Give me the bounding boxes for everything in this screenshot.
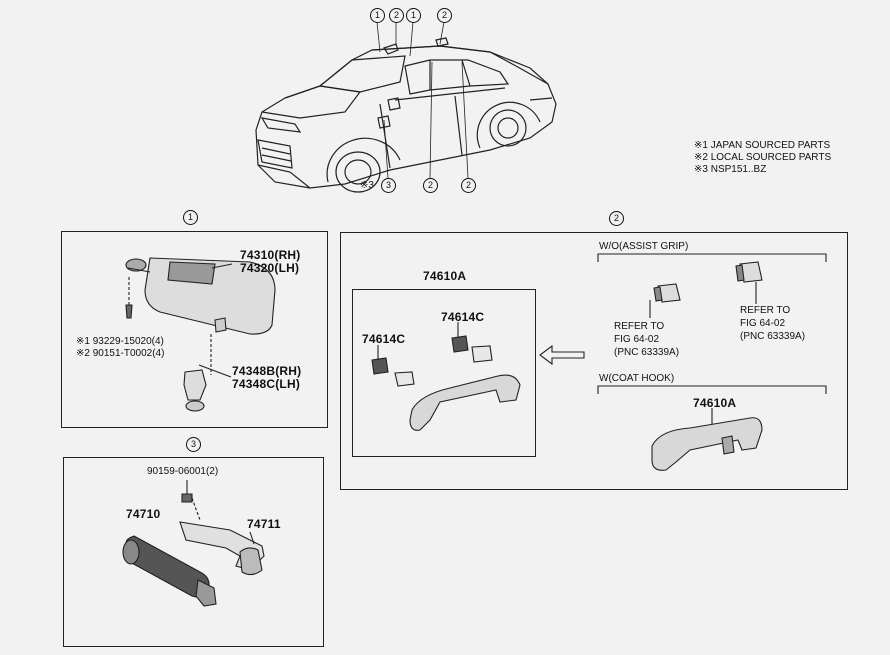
notes-legend: ※1 JAPAN SOURCED PARTS ※2 LOCAL SOURCED … — [694, 140, 831, 176]
note-local: ※2 LOCAL SOURCED PARTS — [694, 152, 832, 163]
note-japan: ※1 JAPAN SOURCED PARTS — [694, 140, 831, 151]
label-visor-lh: 74320(LH) — [240, 261, 300, 275]
label-extinguisher: 74710 — [126, 507, 161, 521]
label-screw-1: ※1 93229-15020(4) — [76, 336, 164, 347]
label-bracket: 74711 — [247, 517, 281, 531]
callout-top-2: 2 — [389, 8, 404, 23]
section1-box — [61, 231, 328, 428]
label-holder-rh: 74348B(RH) — [232, 364, 302, 378]
section1-marker: 1 — [183, 210, 198, 225]
callout-bottom-mark: ※3 — [360, 180, 374, 191]
refer-a-line3: (PNC 63339A) — [614, 347, 680, 358]
label-grip-part: 74610A — [423, 269, 467, 283]
label-screw-2: ※2 90151-T0002(4) — [76, 348, 165, 359]
label-bolt: 90159-06001(2) — [147, 466, 219, 477]
refer-b-line3: (PNC 63339A) — [740, 331, 806, 342]
callout-top-4: 2 — [437, 8, 452, 23]
label-visor-rh: 74310(RH) — [240, 248, 301, 262]
note-nsp: ※3 NSP151..BZ — [694, 164, 767, 175]
refer-b-line1: REFER TO — [740, 305, 791, 316]
callout-bottom-3: 2 — [461, 178, 476, 193]
grip-subbox — [352, 289, 536, 457]
label-holder-lh: 74348C(LH) — [232, 377, 301, 391]
wo-assist-grip-title: W/O(ASSIST GRIP) — [599, 241, 689, 252]
label-clip-left: 74614C — [362, 332, 406, 346]
callout-top-3: 1 — [406, 8, 421, 23]
refer-b-line2: FIG 64-02 — [740, 318, 786, 329]
section3-marker: 3 — [186, 437, 201, 452]
callout-bottom-1: 3 — [381, 178, 396, 193]
section2-box — [340, 232, 848, 490]
callout-bottom-2: 2 — [423, 178, 438, 193]
section3-box — [63, 457, 324, 647]
callout-top-1: 1 — [370, 8, 385, 23]
refer-a-line2: FIG 64-02 — [614, 334, 660, 345]
label-clip-right: 74614C — [441, 310, 485, 324]
section2-marker: 2 — [609, 211, 624, 226]
w-coat-hook-title: W(COAT HOOK) — [599, 373, 675, 384]
refer-a-line1: REFER TO — [614, 321, 665, 332]
label-hook-part: 74610A — [693, 396, 737, 410]
